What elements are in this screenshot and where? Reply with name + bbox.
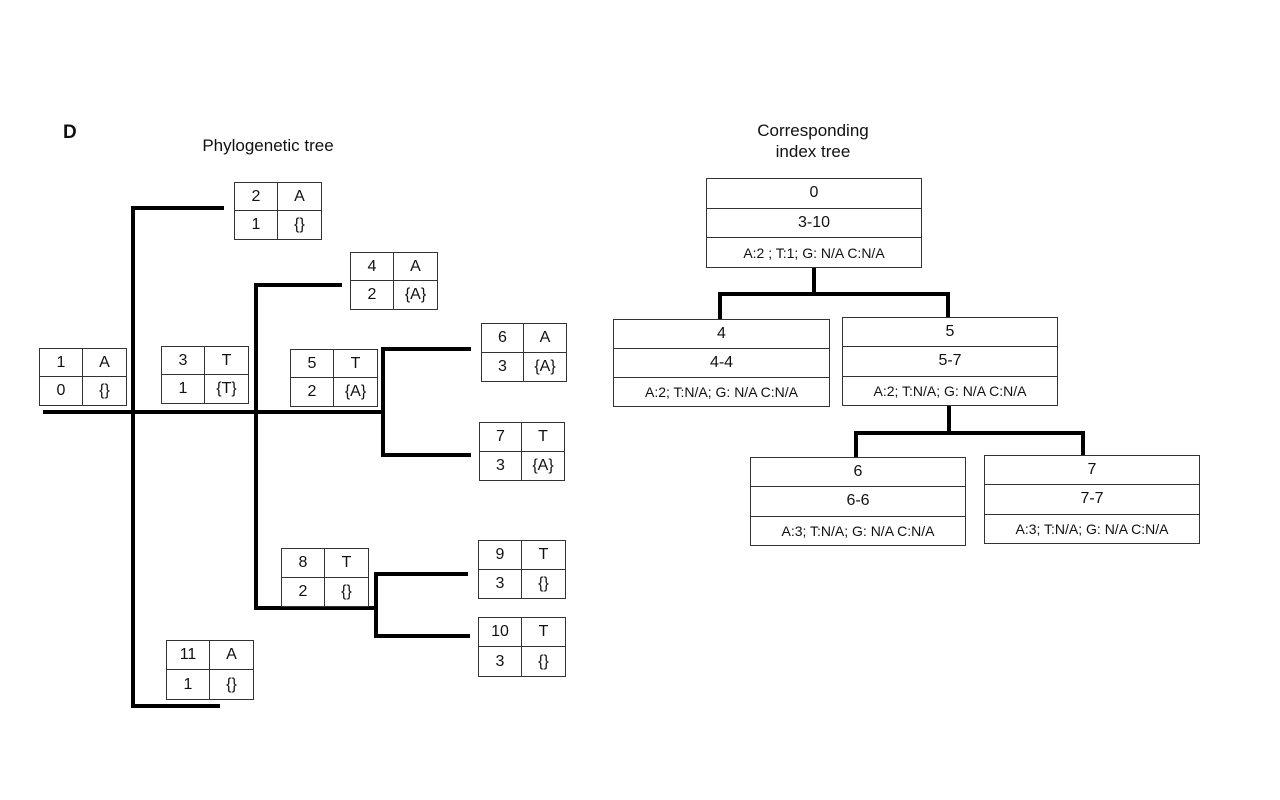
index-node-counts: A:3; T:N/A; G: N/A C:N/A	[1015, 520, 1169, 537]
phylo-node-2: 2 A 1 {}	[234, 182, 322, 240]
node-set: {}	[99, 382, 110, 399]
index-node-range: 3-10	[707, 209, 921, 239]
node-set: {A}	[532, 456, 554, 474]
node-id: 9	[479, 541, 522, 570]
phylo-node-10: 10 T 3 {}	[478, 617, 566, 677]
node-id: 8	[282, 549, 325, 578]
node-base: T	[522, 423, 564, 452]
index-node-4: 4 4-4 A:2; T:N/A; G: N/A C:N/A	[613, 319, 830, 407]
node-id: 3	[162, 347, 205, 375]
phylo-node-3: 3 T 1 {T}	[161, 346, 249, 404]
index-node-id: 6	[751, 458, 965, 488]
index-node-5: 5 5-7 A:2; T:N/A; G: N/A C:N/A	[842, 317, 1058, 406]
node-id: 10	[479, 618, 522, 647]
index-node-range: 7-7	[985, 485, 1199, 515]
node-set: {A}	[344, 383, 367, 400]
node-id: 7	[480, 423, 522, 452]
node-base: T	[522, 541, 565, 570]
index-node-counts: A:2; T:N/A; G: N/A C:N/A	[644, 384, 798, 400]
index-node-6: 6 6-6 A:3; T:N/A; G: N/A C:N/A	[750, 457, 966, 546]
index-tree-title-line1: Corresponding	[757, 121, 869, 140]
node-set: {}	[341, 582, 352, 600]
phylo-node-1: 1 A 0 {}	[39, 348, 127, 406]
index-node-id: 0	[707, 179, 921, 209]
node-depth: 2	[351, 281, 394, 309]
index-node-counts: A:2; T:N/A; G: N/A C:N/A	[873, 382, 1027, 399]
node-set: {T}	[216, 380, 237, 397]
node-base: A	[278, 183, 321, 211]
node-depth: 1	[162, 375, 205, 403]
index-node-0: 0 3-10 A:2 ; T:1; G: N/A C:N/A	[706, 178, 922, 268]
node-set: {}	[294, 216, 305, 233]
node-base: T	[325, 549, 368, 578]
node-base: T	[522, 618, 565, 647]
node-depth: 3	[479, 647, 522, 676]
phylo-node-7: 7 T 3 {A}	[479, 422, 565, 481]
phylo-node-11: 11 A 1 {}	[166, 640, 254, 700]
index-node-id: 7	[985, 456, 1199, 486]
node-id: 1	[40, 349, 83, 377]
node-id: 2	[235, 183, 278, 211]
node-base: A	[210, 641, 253, 670]
node-base: A	[394, 253, 437, 281]
index-tree-title-line2: index tree	[775, 142, 851, 161]
node-depth: 2	[282, 577, 325, 606]
node-base: T	[205, 347, 248, 375]
node-set: {}	[226, 675, 237, 693]
index-node-7: 7 7-7 A:3; T:N/A; G: N/A C:N/A	[984, 455, 1200, 544]
phylo-node-8: 8 T 2 {}	[281, 548, 369, 607]
index-node-counts: A:2 ; T:1; G: N/A C:N/A	[743, 244, 885, 261]
index-node-id: 4	[614, 320, 829, 349]
node-depth: 1	[235, 211, 278, 239]
node-base: A	[524, 324, 566, 353]
phylo-node-9: 9 T 3 {}	[478, 540, 566, 599]
index-node-range: 4-4	[614, 349, 829, 378]
node-id: 11	[167, 641, 210, 670]
node-id: 6	[482, 324, 524, 353]
panel-label: D	[63, 122, 77, 143]
index-node-id: 5	[843, 318, 1057, 348]
node-set: {A}	[404, 286, 427, 303]
node-id: 5	[291, 350, 334, 378]
node-base: T	[334, 350, 377, 378]
node-base: A	[83, 349, 126, 377]
node-depth: 1	[167, 670, 210, 699]
phylo-node-5: 5 T 2 {A}	[290, 349, 378, 407]
node-id: 4	[351, 253, 394, 281]
node-set: {A}	[534, 357, 556, 375]
index-node-range: 5-7	[843, 347, 1057, 377]
phylogenetic-tree-title: Phylogenetic tree	[202, 136, 334, 155]
phylo-node-4: 4 A 2 {A}	[350, 252, 438, 310]
node-depth: 3	[482, 352, 524, 381]
index-tree-title: Corresponding index tree	[723, 120, 903, 162]
node-depth: 2	[291, 378, 334, 406]
node-depth: 3	[479, 569, 522, 598]
node-depth: 0	[40, 377, 83, 405]
node-set: {}	[538, 574, 549, 592]
node-depth: 3	[480, 451, 522, 480]
index-node-counts: A:3; T:N/A; G: N/A C:N/A	[781, 522, 935, 539]
node-set: {}	[538, 652, 549, 670]
phylo-node-6: 6 A 3 {A}	[481, 323, 567, 382]
index-node-range: 6-6	[751, 487, 965, 517]
